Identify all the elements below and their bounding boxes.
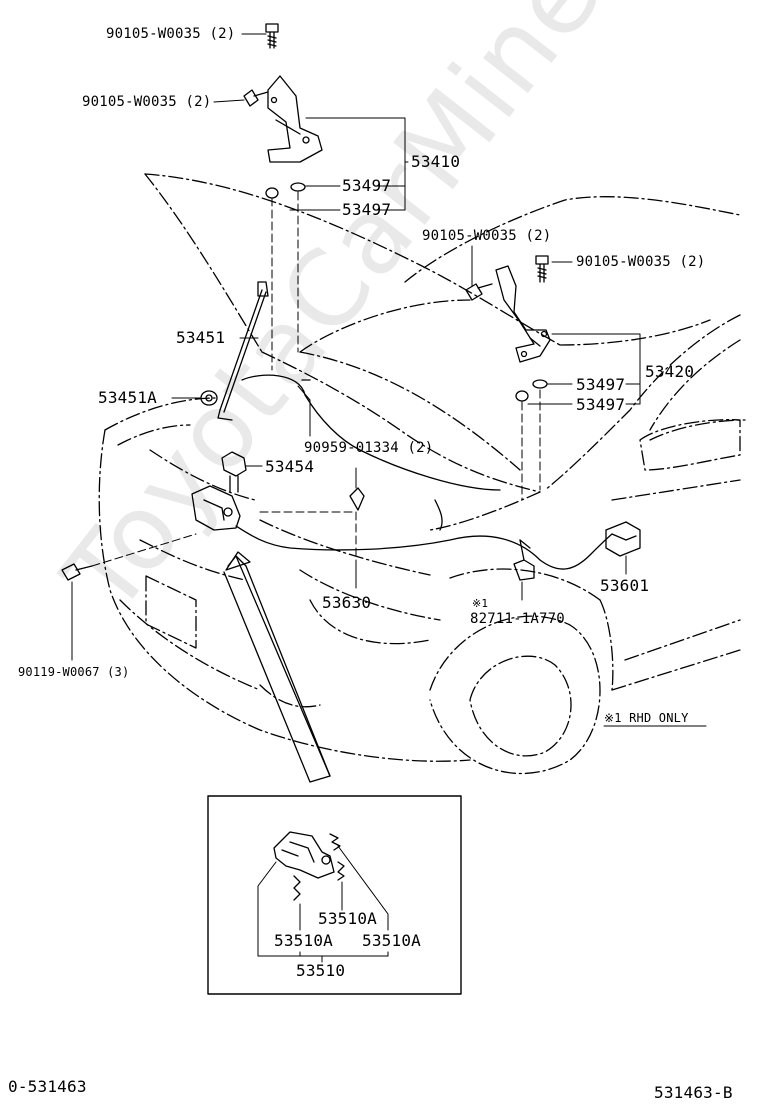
callout-lock-striker: 53454 (265, 457, 315, 476)
cable-dash-guides (259, 511, 357, 561)
callout-spring-c: 53510A (362, 931, 421, 950)
callout-bolt-lock: 90119-W0067 (3) (18, 665, 130, 679)
callout-release-cable: 53630 (322, 593, 372, 612)
callout-lock-assy: 53510 (296, 961, 346, 980)
dash-guides-right (521, 389, 541, 501)
detail-spring-b (337, 861, 345, 881)
hood-outline (144, 173, 741, 493)
release-lever-part (605, 521, 641, 557)
callout-bolt-hinge-left: 90105-W0035 (2) (82, 94, 212, 110)
callout-bolt-top: 90105-W0035 (2) (106, 26, 236, 42)
detail-arrow (223, 551, 331, 783)
support-rod-part (217, 281, 269, 421)
callout-rod-holder: 53451A (98, 388, 157, 407)
detail-lock-part (273, 831, 335, 879)
callout-hinge-right: 53420 (645, 362, 695, 381)
lock-striker-part (221, 451, 247, 493)
washer-b-part (265, 187, 279, 199)
washer-c-part (532, 379, 548, 389)
bolt-top-part (265, 23, 279, 49)
detail-spring-a (293, 875, 301, 901)
bolt-lock-guide (91, 533, 197, 567)
hood-lock-on-car (191, 485, 241, 531)
clip-part (301, 379, 365, 511)
detail-box (207, 795, 462, 995)
bolt-right-a-part (465, 283, 493, 301)
callout-support-rod: 53451 (176, 328, 226, 347)
washer-a-part (290, 182, 306, 192)
callout-spring-b: 53510A (274, 931, 333, 950)
callout-release-lever: 53601 (600, 576, 650, 595)
body-solid-lines (241, 374, 501, 531)
hinge-right-part (495, 265, 551, 363)
callout-switch: 82711-1A770 (470, 611, 565, 627)
release-cable-part (235, 525, 613, 570)
callout-washer-d: 53497 (576, 395, 626, 414)
callout-washer-b: 53497 (342, 200, 392, 219)
detail-spring-c (329, 833, 341, 851)
bolt-right-b-part (535, 255, 549, 283)
callout-bolt-hinge-right-b: 90105-W0035 (2) (576, 254, 706, 270)
detail-leaders (257, 845, 389, 963)
callout-bolt-hinge-right-a: 90105-W0035 (2) (422, 228, 552, 244)
bolt-lock-part (61, 563, 93, 581)
bolt-left-part (243, 89, 269, 107)
figure-code-left: 0-531463 (8, 1077, 87, 1096)
dash-guides-left (271, 191, 299, 371)
callout-spring-a: 53510A (318, 909, 377, 928)
callout-note-mark: ※1 (472, 597, 489, 610)
clip-leader (297, 385, 357, 489)
callout-hinge-left: 53410 (411, 152, 461, 171)
callout-washer-c: 53497 (576, 375, 626, 394)
callout-clip: 90959-01334 (2) (304, 440, 434, 456)
hinge-left-part (267, 75, 323, 163)
figure-code-right: 531463-B (654, 1083, 733, 1102)
callout-rhd-note: ※1 RHD ONLY (604, 711, 689, 725)
washer-d-part (515, 390, 529, 402)
callout-washer-a: 53497 (342, 176, 392, 195)
switch-part (513, 539, 535, 581)
side-mirror (639, 419, 741, 471)
leaders-right-hinge (471, 245, 641, 405)
leaders-left-hinge (213, 33, 409, 211)
